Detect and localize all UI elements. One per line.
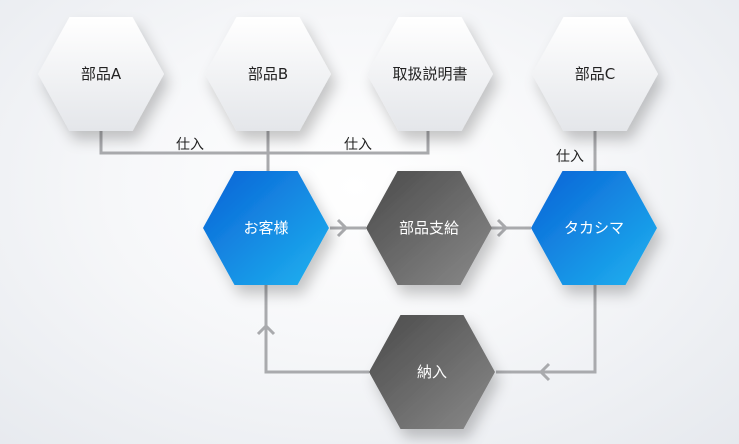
- node-takashima-hexagon: [531, 171, 657, 285]
- node-delivery-label: 納入: [417, 363, 447, 381]
- connectors: [99, 130, 597, 382]
- connector-takashima-arrowhead: [496, 218, 509, 238]
- node-part-a-hexagon: [38, 17, 164, 131]
- connector-customer-arrowhead: [256, 323, 276, 336]
- node-takashima: タカシマ: [531, 171, 657, 285]
- node-supply: 部品支給: [366, 171, 492, 285]
- node-manual-label: 取扱説明書: [392, 65, 467, 83]
- connector-part-a-to-customer: [99, 130, 270, 172]
- node-takashima-label: タカシマ: [564, 219, 624, 237]
- node-manual-hexagon: [367, 17, 493, 131]
- node-customer: お客様: [203, 171, 329, 285]
- connector-delivery-arrowhead: [538, 362, 551, 382]
- node-part-c-hexagon: [532, 17, 658, 131]
- node-manual: 取扱説明書: [367, 17, 493, 131]
- connector-delivery-to-customer: [264, 284, 369, 374]
- edge-label-purchase-c: 仕入: [556, 149, 584, 165]
- node-part-c-label: 部品C: [575, 65, 615, 83]
- connector-manual-to-customer: [268, 130, 430, 155]
- node-delivery: 納入: [369, 315, 495, 429]
- connector-supply-arrowhead: [336, 218, 349, 238]
- edge-label-purchase-ab: 仕入: [176, 137, 204, 153]
- node-part-a-label: 部品A: [81, 65, 122, 83]
- connector-takashima-to-delivery: [496, 284, 597, 374]
- node-supply-label: 部品支給: [399, 219, 459, 237]
- node-part-b-hexagon: [205, 17, 331, 131]
- node-part-a: 部品A: [38, 17, 164, 131]
- node-customer-label: お客様: [243, 219, 288, 237]
- node-customer-hexagon: [203, 171, 329, 285]
- node-supply-hexagon: [366, 171, 492, 285]
- node-part-c: 部品C: [532, 17, 658, 131]
- node-part-b-label: 部品B: [248, 65, 288, 83]
- node-delivery-hexagon: [369, 315, 495, 429]
- node-part-b: 部品B: [205, 17, 331, 131]
- edge-label-purchase-manual: 仕入: [344, 137, 372, 153]
